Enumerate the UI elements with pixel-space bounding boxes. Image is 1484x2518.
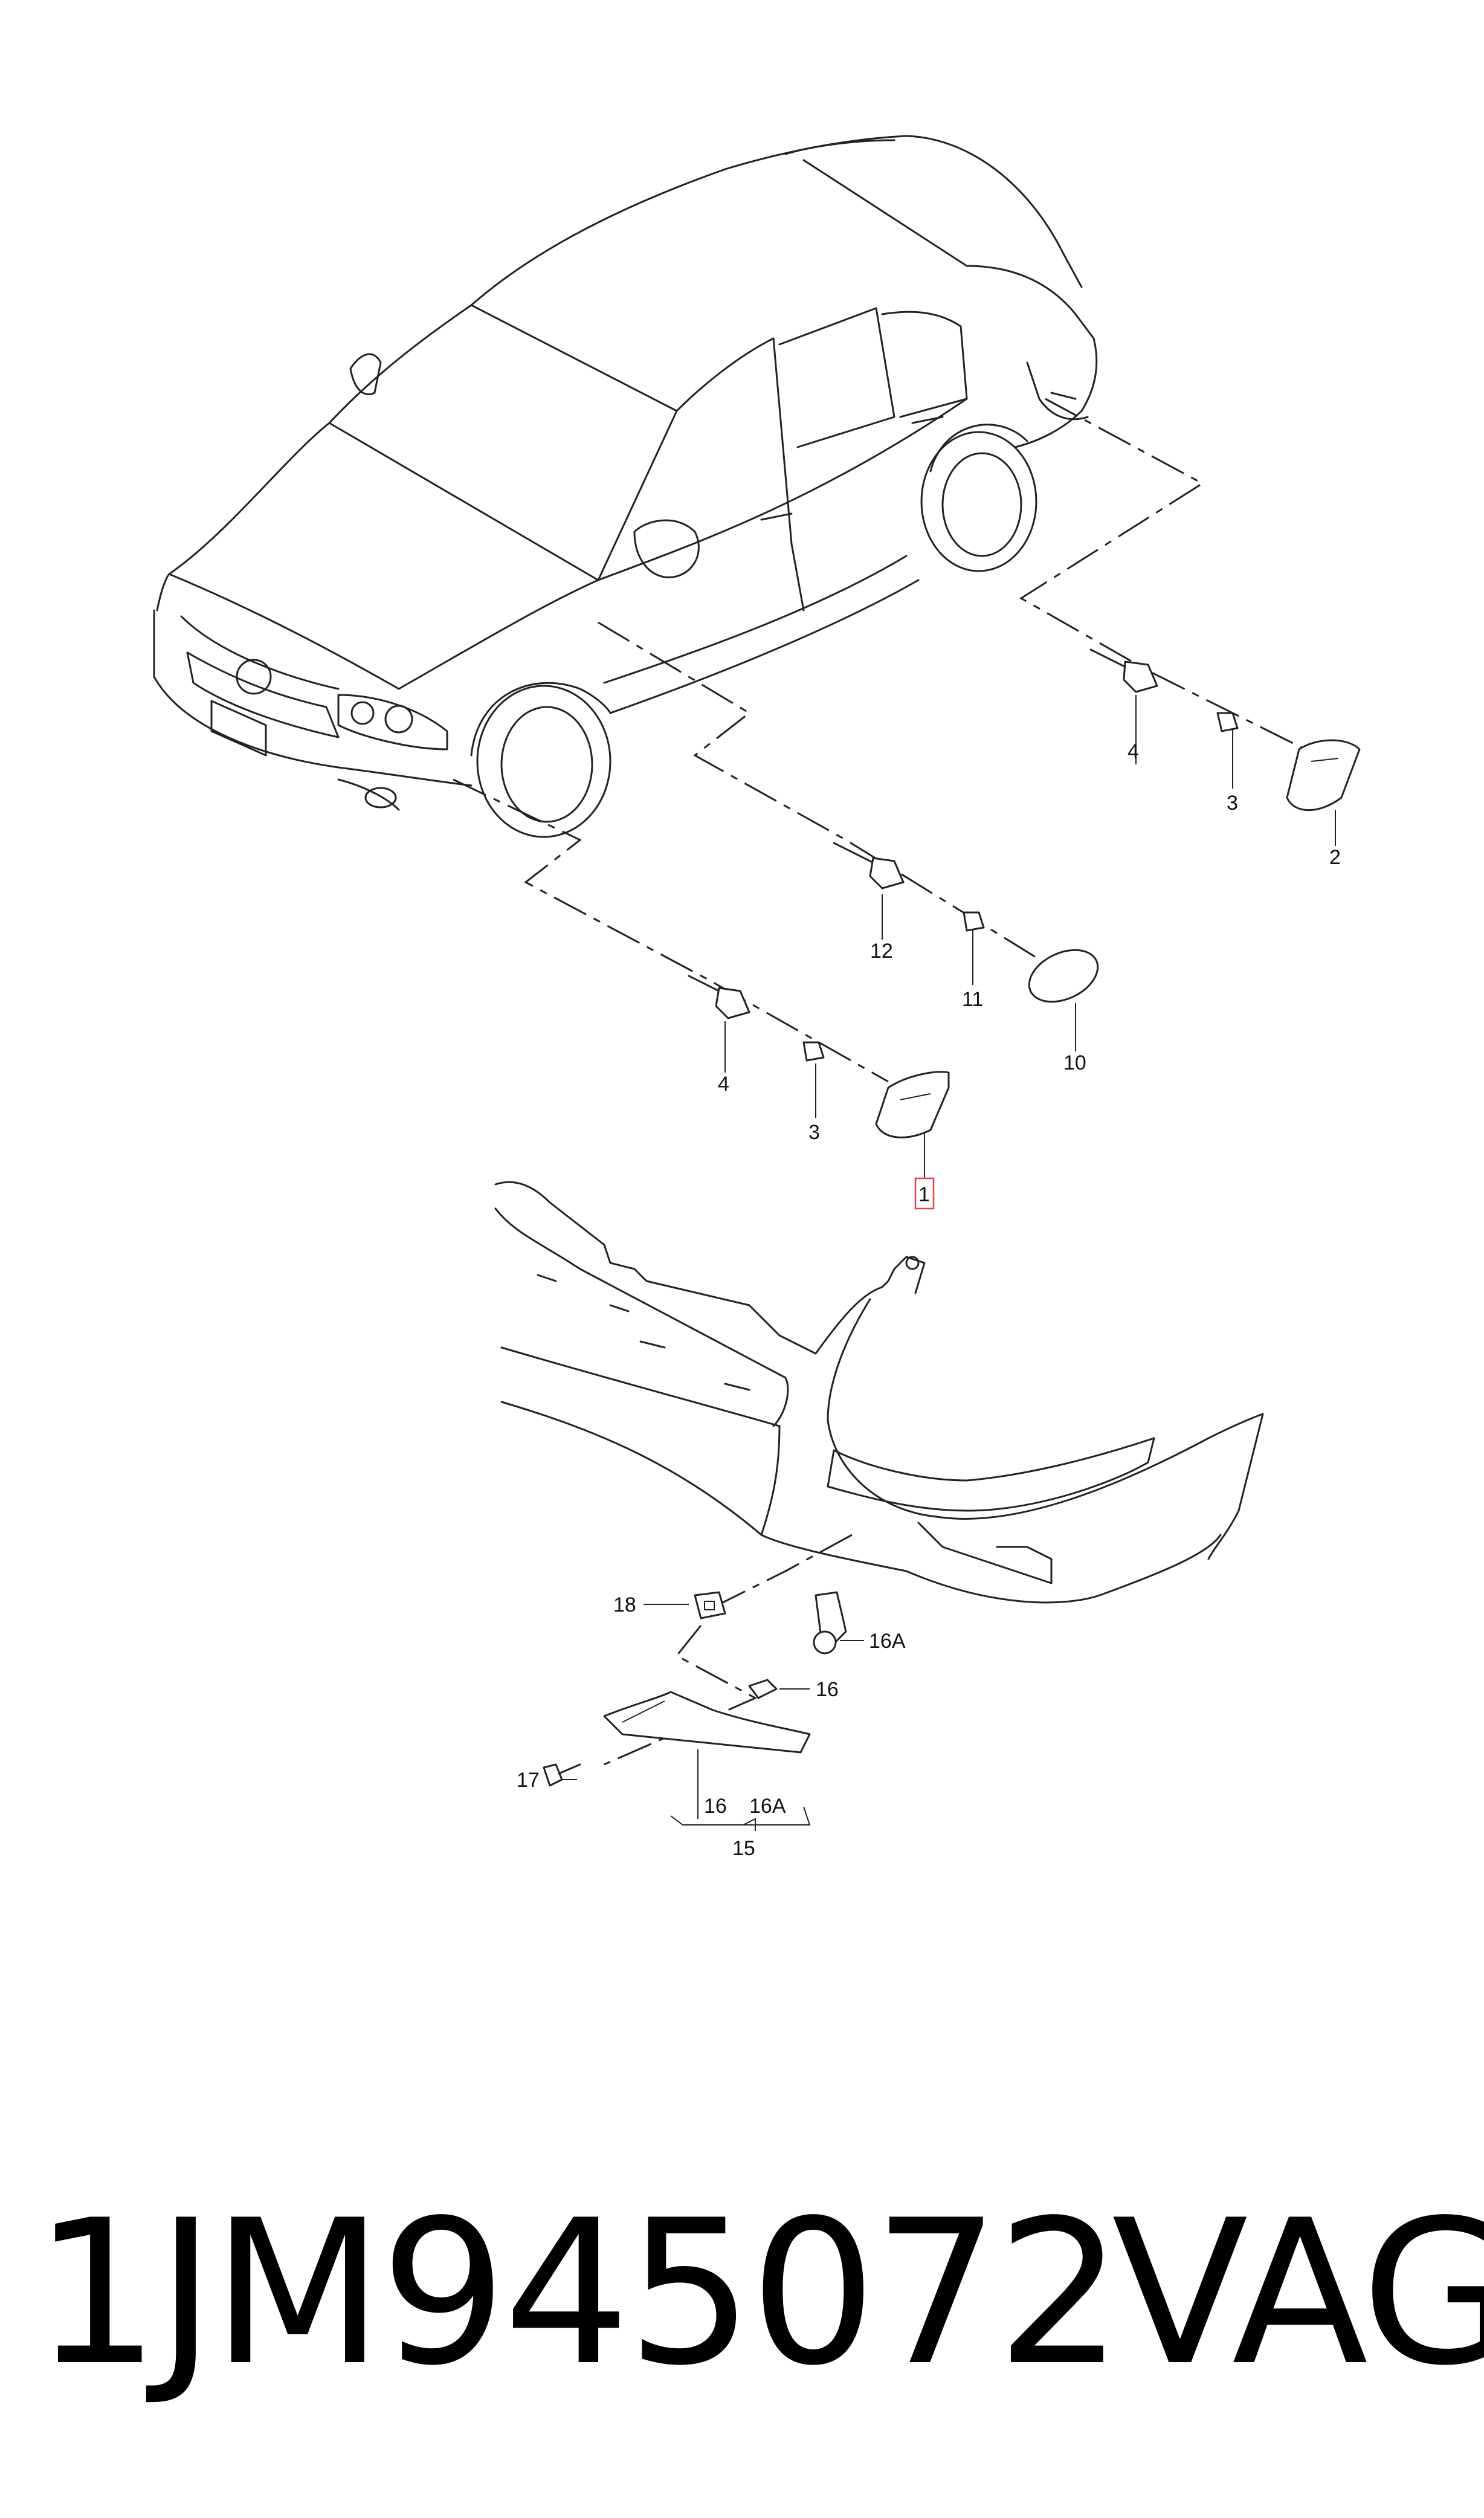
callout-15: 15 (732, 1837, 755, 1860)
socket-16A (813, 1591, 847, 1654)
callout-1: 1 (918, 1183, 930, 1206)
callout-11: 11 (962, 988, 983, 1011)
callout-16A-group: 16A (749, 1795, 786, 1818)
reflector-15 (603, 1691, 811, 1754)
brand-label: VAG (1112, 2177, 1484, 2409)
bulb-mid (963, 911, 985, 932)
callout-1-highlight (914, 1177, 935, 1210)
parts (688, 648, 1361, 1138)
callout-16-group: 16 (704, 1795, 727, 1818)
callout-4-rear: 4 (1128, 740, 1139, 763)
side-marker-light-rear (1286, 739, 1361, 812)
callout-17: 17 (517, 1769, 540, 1792)
callout-3-rear: 3 (1227, 792, 1238, 815)
bulb-front (802, 1041, 825, 1062)
screw-17 (543, 1763, 581, 1787)
part-number: 1JM945072 (33, 2177, 1123, 2409)
clip-18 (694, 1591, 726, 1619)
callouts: 4 3 2 12 11 10 4 3 1 18 16A 16 17 16 16A… (517, 740, 1341, 1860)
callout-10: 10 (1063, 1051, 1086, 1074)
callout-4-front: 4 (718, 1073, 729, 1096)
side-marker-light-front (875, 1071, 950, 1138)
callout-16: 16 (816, 1678, 839, 1701)
bulb-socket-mid (833, 842, 905, 889)
bulb-socket-front (688, 975, 750, 1019)
car-illustration (153, 135, 1098, 838)
bulb-socket-rear (1089, 648, 1158, 693)
front-bumper (494, 1181, 1264, 1604)
callout-18: 18 (613, 1593, 636, 1616)
callout-12: 12 (870, 940, 893, 963)
side-marker-light-mid (1028, 949, 1099, 1003)
bulb-rear (1216, 712, 1239, 732)
bulb-16 (748, 1679, 778, 1699)
callout-3-front: 3 (808, 1121, 820, 1144)
callout-16A: 16A (869, 1630, 906, 1653)
lower-parts (543, 1591, 847, 1787)
callout-2: 2 (1329, 846, 1341, 869)
